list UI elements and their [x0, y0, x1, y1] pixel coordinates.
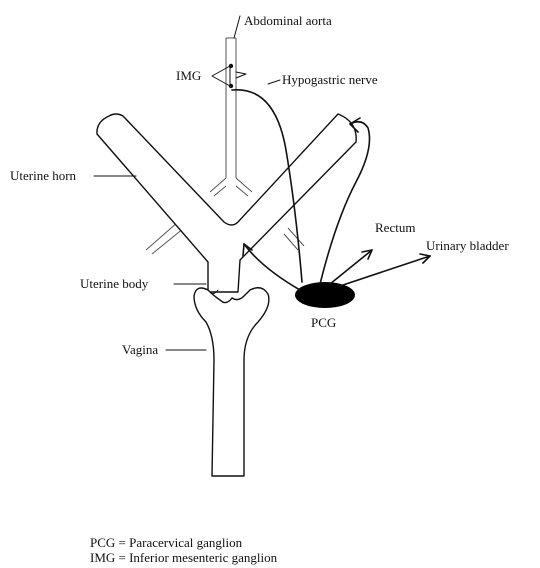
- img-label: IMG: [176, 68, 201, 83]
- rectum-nerve: [330, 250, 372, 284]
- hypogastric-nerve-label: Hypogastric nerve: [282, 72, 378, 87]
- vagina-label: Vagina: [122, 342, 158, 357]
- pcg-ganglion: [295, 282, 355, 308]
- rectum-label: Rectum: [375, 220, 415, 235]
- urinary-bladder-nerve: [340, 254, 430, 286]
- uterine-horn-label: Uterine horn: [10, 168, 77, 183]
- abdominal-aorta-label: Abdominal aorta: [244, 13, 332, 28]
- legend-pcg: PCG = Paracervical ganglion: [90, 535, 243, 550]
- uterus: [97, 114, 356, 294]
- pcg-to-uterine-body-nerve: [243, 244, 300, 290]
- vagina: [194, 288, 269, 476]
- img-ganglion: [212, 64, 246, 88]
- urinary-bladder-label: Urinary bladder: [426, 238, 509, 253]
- pcg-label: PCG: [311, 315, 336, 330]
- hypogastric-nerve-leader: [268, 80, 280, 84]
- legend-img: IMG = Inferior mesenteric ganglion: [90, 550, 278, 565]
- uterine-body-label: Uterine body: [80, 276, 149, 291]
